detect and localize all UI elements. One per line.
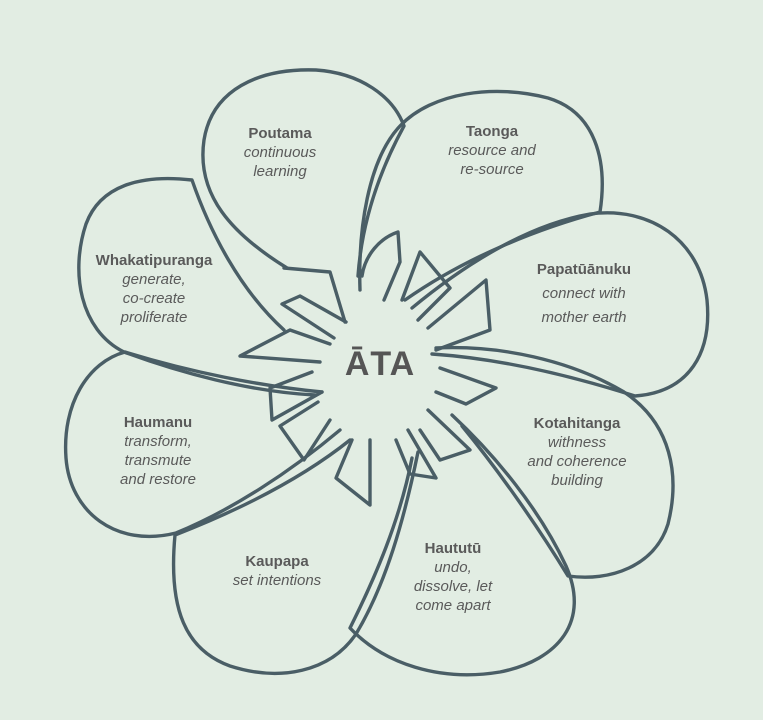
- petal-outline-papatuanuku: [410, 211, 710, 398]
- petal-desc-line: mother earth: [541, 309, 627, 326]
- petal-outline-haututu: [348, 413, 576, 677]
- ray-left-upper: [238, 328, 332, 364]
- ray-top-right: [400, 250, 452, 322]
- ray-right: [426, 278, 492, 352]
- petal-outline-poutama: [201, 68, 406, 278]
- ray-left-lower: [278, 400, 332, 462]
- petal-desc-line: learning: [253, 163, 307, 180]
- petal-label-taonga: Taonga resource and re-source: [422, 122, 562, 179]
- petal-outline-whakatipuranga: [77, 176, 317, 397]
- ray-top: [360, 230, 402, 302]
- petal-title: Haututū: [424, 540, 482, 557]
- petal-title: Kaupapa: [245, 553, 309, 570]
- center-title: ĀTA: [344, 345, 416, 383]
- petal-desc-line: co-create: [122, 290, 186, 307]
- petal-label-kaupapa: Kaupapa set intentions: [212, 552, 342, 590]
- petal-outline-haumanu: [63, 350, 342, 539]
- petal-desc-line: resource and: [448, 142, 536, 159]
- petal-label-haumanu: Haumanu transform, transmute and restore: [93, 413, 223, 489]
- petal-desc-line: connect with: [542, 285, 626, 302]
- petal-desc-line: dissolve, let: [413, 578, 493, 595]
- ray-bottom-left: [334, 438, 372, 507]
- petal-desc-line: proliferate: [120, 309, 188, 326]
- petal-outline-kaupapa: [171, 438, 420, 676]
- petal-desc-line: re-source: [460, 161, 524, 178]
- petal-desc-line: and coherence: [527, 453, 627, 470]
- petal-title: Taonga: [465, 123, 519, 140]
- center-rays: [238, 230, 498, 507]
- ray-upper-left: [280, 294, 348, 340]
- petal-title: Poutama: [248, 125, 312, 142]
- petal-title: Kotahitanga: [533, 415, 621, 432]
- ray-right-lower: [434, 366, 498, 406]
- petal-title: Haumanu: [123, 414, 193, 431]
- petal-label-papatuanuku: Papatūānuku connect with mother earth: [514, 258, 654, 330]
- petal-label-poutama: Poutama continuous learning: [215, 124, 345, 181]
- petal-desc-line: transmute: [124, 452, 192, 469]
- petal-title: Papatūānuku: [536, 261, 632, 278]
- petal-desc-line: undo,: [434, 559, 472, 576]
- petal-outline-taonga: [358, 89, 604, 302]
- petal-desc-line: generate,: [122, 271, 186, 288]
- petal-desc-line: set intentions: [232, 572, 322, 589]
- petal-desc-line: withness: [547, 434, 607, 451]
- petal-desc-line: come apart: [415, 597, 491, 614]
- petal-label-kotahitanga: Kotahitanga withness and coherence build…: [502, 414, 652, 490]
- ray-top-left: [282, 266, 347, 324]
- petal-desc-line: and restore: [120, 471, 196, 488]
- petal-desc-line: building: [551, 472, 603, 489]
- petal-title: Whakatipuranga: [95, 252, 213, 269]
- ray-bottom-right: [418, 408, 472, 462]
- petal-label-haututu: Haututū undo, dissolve, let come apart: [388, 539, 518, 615]
- petal-desc-line: continuous: [243, 144, 317, 161]
- petal-outlines: [63, 68, 710, 677]
- petal-desc-line: transform,: [124, 433, 192, 450]
- ray-left: [268, 370, 324, 422]
- petal-outline-kotahitanga: [434, 345, 675, 579]
- ray-bottom: [394, 428, 438, 480]
- petal-label-whakatipuranga: Whakatipuranga generate, co-create proli…: [74, 251, 234, 327]
